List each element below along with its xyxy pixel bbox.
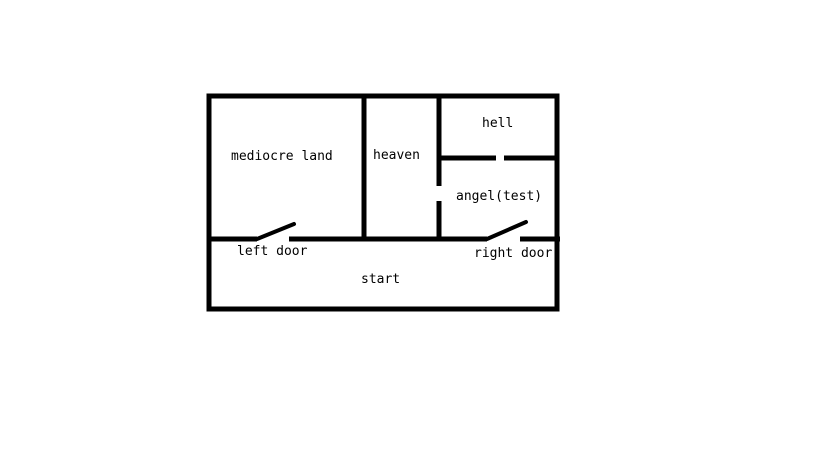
room-label-angel-test: angel(test): [456, 189, 543, 204]
room-label-mediocre-land: mediocre land: [231, 149, 333, 164]
outer-wall: [206, 93, 560, 312]
left-door-leaf: [255, 222, 296, 241]
door-label-right: right door: [474, 246, 553, 261]
door-label-left: left door: [237, 244, 308, 259]
right-door-leaf: [485, 220, 528, 241]
room-label-heaven: heaven: [373, 148, 420, 163]
room-label-hell: hell: [482, 116, 514, 131]
room-label-start: start: [361, 272, 401, 287]
